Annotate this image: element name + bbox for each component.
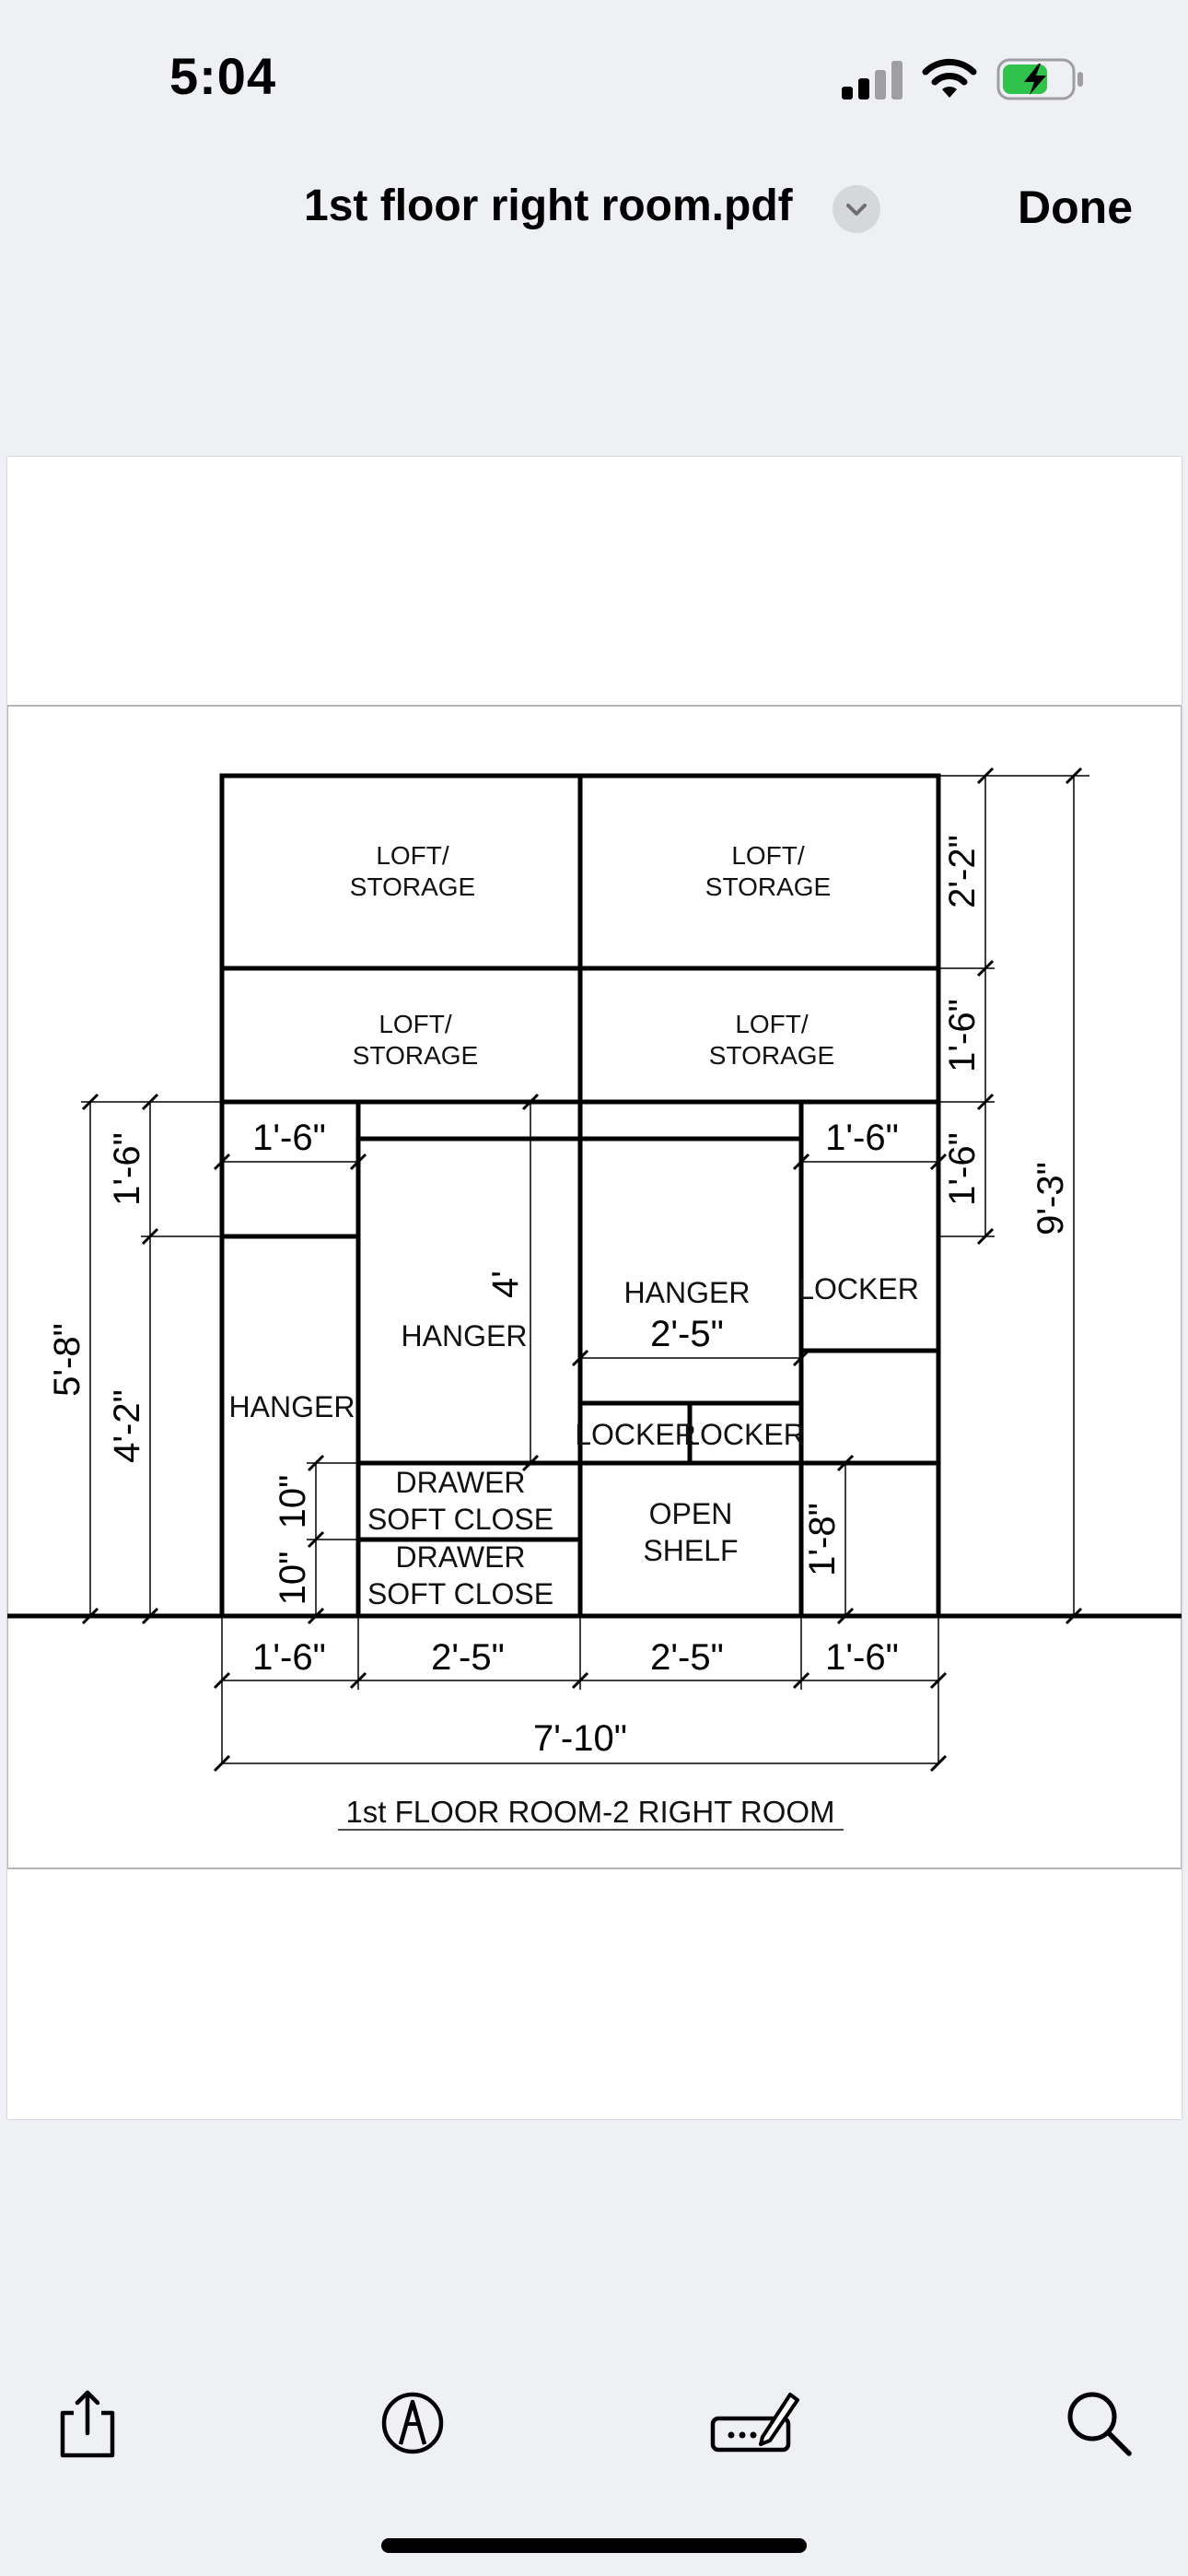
done-button[interactable]: Done [1018, 181, 1133, 233]
search-button[interactable] [1057, 2382, 1140, 2465]
status-time: 5:04 [169, 47, 277, 105]
signature-button[interactable] [709, 2382, 799, 2465]
label-hanger-center-left: HANGER [402, 1319, 528, 1352]
dim-right-1: 2'-2" [942, 835, 983, 908]
label-loft-top-left: LOFT/STORAGE [350, 841, 475, 901]
document-title[interactable]: 1st floor right room.pdf [304, 181, 793, 230]
dim-right-3: 1'-6" [942, 1132, 983, 1206]
battery-charging-icon [996, 58, 1083, 100]
dim-bottom-3: 2'-5" [650, 1637, 724, 1678]
label-loft-mid-left: LOFT/STORAGE [353, 1010, 478, 1070]
drawing-title: 1st FLOOR ROOM-2 RIGHT ROOM [345, 1795, 834, 1829]
dim-top-left-width: 1'-6" [252, 1118, 326, 1158]
label-locker-right: LOCKER [798, 1272, 919, 1306]
home-indicator[interactable] [381, 2538, 807, 2553]
label-loft-top-right: LOFT/STORAGE [705, 841, 831, 901]
markup-icon [381, 2392, 444, 2454]
dim-shelf-height: 1'-8" [802, 1503, 843, 1576]
search-icon [1067, 2392, 1132, 2456]
signature-icon [710, 2393, 799, 2453]
dim-left-inner-top: 1'-6" [107, 1132, 147, 1206]
dim-top-right-width: 1'-6" [825, 1118, 899, 1158]
dim-bottom-1: 1'-6" [252, 1637, 326, 1678]
dim-bottom-4: 1'-6" [825, 1637, 899, 1678]
chevron-down-icon [846, 204, 867, 216]
dim-left-inner-bottom: 4'-2" [107, 1389, 147, 1463]
status-bar: 5:04 [0, 0, 1188, 157]
dim-total-height: 9'-3" [1031, 1162, 1071, 1235]
label-locker-1: LOCKER [575, 1418, 696, 1451]
dim-total-width: 7'-10" [533, 1718, 627, 1759]
dim-bottom-2: 2'-5" [431, 1637, 505, 1678]
title-menu-button[interactable] [833, 185, 880, 233]
label-locker-2: LOCKER [683, 1418, 805, 1451]
label-hanger-center-right: HANGER [624, 1276, 751, 1309]
pdf-page[interactable]: LOFT/STORAGE LOFT/STORAGE LOFT/STORAGE L… [7, 457, 1182, 2119]
share-button[interactable] [46, 2382, 129, 2465]
dim-hanger-width: 2'-5" [650, 1314, 724, 1354]
wardrobe-elevation-drawing: LOFT/STORAGE LOFT/STORAGE LOFT/STORAGE L… [7, 705, 1182, 1869]
cellular-signal-icon [842, 61, 903, 100]
dim-right-2: 1'-6" [942, 999, 983, 1072]
markup-button[interactable] [371, 2382, 454, 2465]
label-hanger-left: HANGER [229, 1390, 355, 1423]
label-loft-mid-right: LOFT/STORAGE [709, 1010, 834, 1070]
dim-drawer-upper: 10" [273, 1475, 313, 1529]
share-icon [60, 2390, 115, 2458]
wifi-icon [922, 58, 977, 98]
dim-drawer-lower: 10" [273, 1551, 313, 1606]
dim-hanger-height: 4' [485, 1270, 526, 1298]
dim-left-outer: 5'-8" [47, 1323, 87, 1397]
